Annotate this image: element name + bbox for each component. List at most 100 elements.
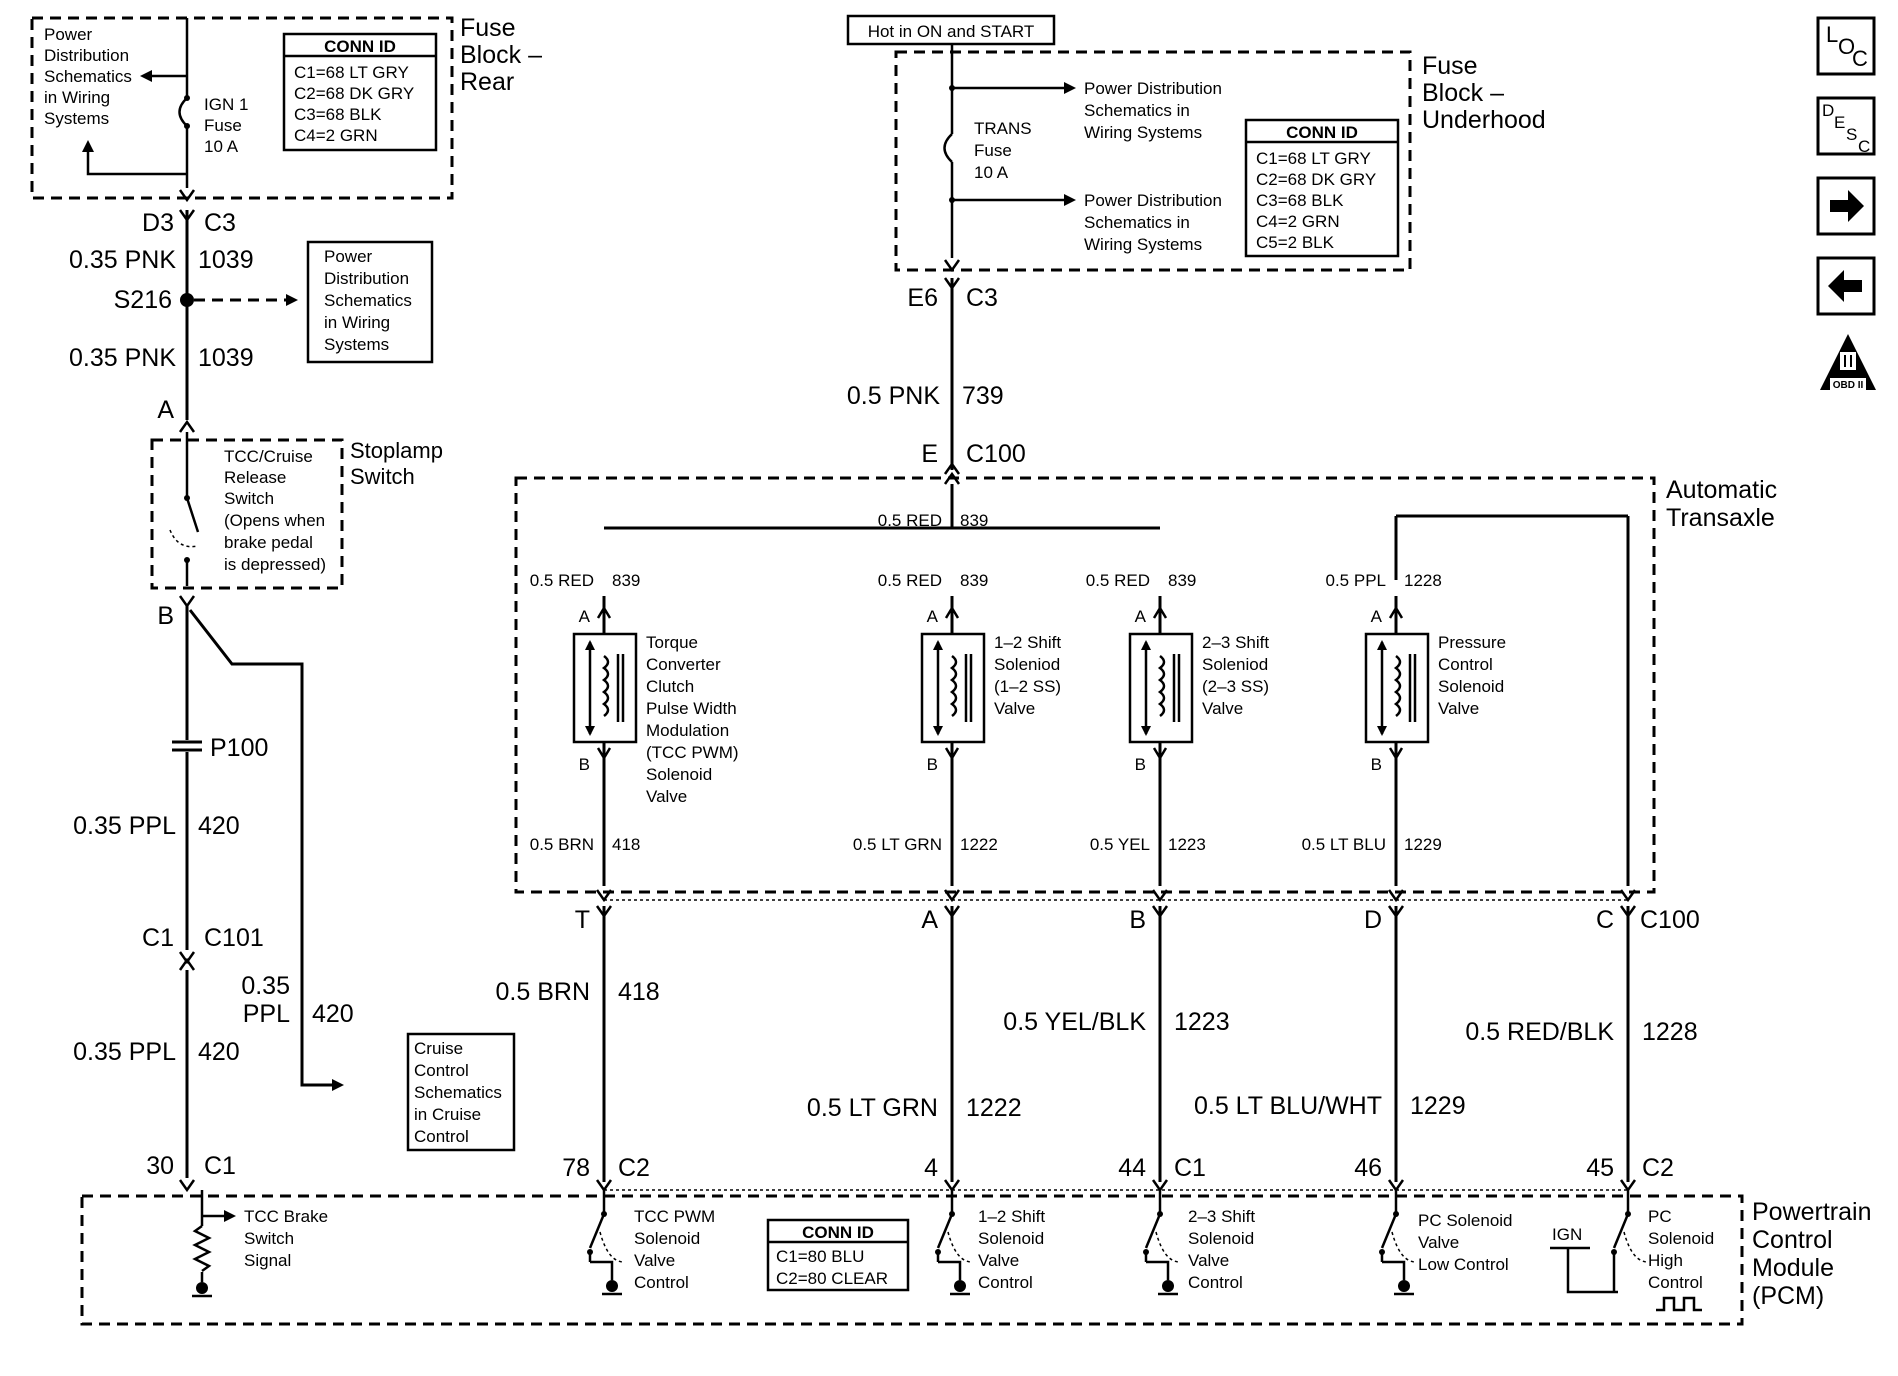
ground-icon [954, 1280, 966, 1292]
fuse-block-rear-title-3: Rear [460, 68, 514, 96]
conn-id-row: C4=2 GRN [1256, 212, 1340, 231]
wire-color: 0.35 PPL [73, 1038, 176, 1066]
pcm-label: Control [978, 1273, 1033, 1292]
pcm-label: PC [1648, 1207, 1672, 1226]
conn-id-table-rear: CONN ID C1=68 LT GRY C2=68 DK GRY C3=68 … [282, 32, 438, 152]
previous-page-button[interactable] [1816, 256, 1876, 316]
next-page-button[interactable] [1816, 176, 1876, 236]
connector-c101: C101 [204, 924, 264, 952]
pcm-label: Valve [1418, 1233, 1459, 1252]
connector-symbol [178, 419, 196, 433]
solenoid-label: (TCC PWM) [646, 743, 739, 762]
pcm-label: TCC PWM [634, 1207, 715, 1226]
pcm-label: Control [1648, 1273, 1703, 1292]
conn-id-table-underhood: CONN ID C1=68 LT GRY C2=68 DK GRY C3=68 … [1244, 118, 1400, 258]
note-line: Control [414, 1061, 469, 1080]
pcm-label: Control [1188, 1273, 1243, 1292]
stoplamp-switch: Stoplamp Switch TCC/Cruise Release Switc… [150, 432, 443, 590]
pin-c1: C1 [142, 924, 174, 952]
fuse-block-rear-title-2: Block – [460, 41, 542, 69]
pcm-connector: C2 [1642, 1154, 1674, 1182]
obd-ii-button[interactable]: OBD II [1820, 334, 1876, 391]
solenoid-box [1128, 632, 1194, 744]
pcm-label: 2–3 Shift [1188, 1207, 1255, 1226]
pcm-label: PC Solenoid [1418, 1211, 1513, 1230]
note-line: in Cruise [414, 1105, 481, 1124]
conn-id-title: CONN ID [324, 37, 396, 56]
arrow-left-icon [1828, 270, 1862, 302]
pcm-pin: 4 [924, 1154, 938, 1182]
wire-circuit: 1223 [1168, 835, 1206, 854]
trans-fuse-label: TRANS [974, 119, 1032, 138]
solenoid-coil-icon [601, 655, 610, 717]
wire-color: 0.5 RED [530, 571, 594, 590]
obd-label: OBD II [1833, 380, 1864, 391]
switch-contact [185, 497, 200, 533]
connector-symbol [943, 889, 961, 903]
desc-letter: S [1846, 125, 1857, 144]
connector-symbol [1619, 889, 1637, 903]
branch-circuit: 420 [312, 1000, 354, 1028]
description-button[interactable]: D E S C [1816, 96, 1876, 156]
solenoid-label: Pressure [1438, 633, 1506, 652]
wire-color: 0.5 YEL/BLK [1003, 1008, 1146, 1036]
connector-symbol [178, 595, 196, 609]
conn-id-row: C1=68 LT GRY [294, 63, 409, 82]
note-line: Distribution [44, 46, 129, 65]
wire-color: 0.5 YEL [1090, 835, 1150, 854]
cruise-note-box [406, 1032, 516, 1152]
hot-label: Hot in ON and START [868, 22, 1035, 41]
conn-id-title: CONN ID [802, 1223, 874, 1242]
trans-feed-circuit: E6 C3 0.5 PNK 739 E C100 [847, 259, 1026, 485]
pcm-pin: 46 [1354, 1154, 1382, 1182]
wire-circuit: 1222 [966, 1094, 1022, 1122]
solenoid-label: (2–3 SS) [1202, 677, 1269, 696]
wire-circuit: 1228 [1642, 1018, 1698, 1046]
pcm-pin: 45 [1586, 1154, 1614, 1182]
pcm-label: Valve [1188, 1251, 1229, 1270]
solenoid-label: Clutch [646, 677, 694, 696]
pin-b: B [157, 602, 174, 630]
pcm-label: Solenoid [978, 1229, 1044, 1248]
resistor-symbol [192, 1224, 212, 1273]
driver-switch [1144, 1213, 1162, 1249]
location-button[interactable]: L O C [1816, 16, 1876, 76]
nav-icons: L O C D E S C OBD II [1816, 16, 1876, 391]
solenoid-label: Valve [646, 787, 687, 806]
fuse-block-underhood-title: Block – [1422, 79, 1504, 107]
solenoid-label: (1–2 SS) [994, 677, 1061, 696]
connector-symbol [1152, 605, 1168, 619]
connector-symbol [1388, 747, 1404, 761]
pcm-label: High [1648, 1251, 1683, 1270]
solenoid-box [572, 632, 638, 744]
arrow-right-icon [286, 294, 298, 306]
pin-label: B [1371, 755, 1382, 774]
solenoid-label: Control [1438, 655, 1493, 674]
note-line: Cruise [414, 1039, 463, 1058]
note-line: Schematics in [1084, 213, 1190, 232]
note-line: in Wiring [44, 88, 110, 107]
solenoid-label: Converter [646, 655, 721, 674]
wire-circuit: 1229 [1410, 1092, 1466, 1120]
left-circuit: D3 C3 0.35 PNK 1039 S216 Power Distribut… [69, 189, 516, 1193]
pcm-label: 1–2 Shift [978, 1207, 1045, 1226]
connector-symbol [178, 1179, 196, 1193]
trans-fuse-label: Fuse [974, 141, 1012, 160]
note-line: in Wiring [324, 313, 390, 332]
connector-symbol [596, 747, 612, 761]
pcm-label: Valve [978, 1251, 1019, 1270]
solenoid-label: Valve [1438, 699, 1479, 718]
conn-id-title: CONN ID [1286, 123, 1358, 142]
conn-id-row: C1=80 BLU [776, 1247, 864, 1266]
solenoid-label: Torque [646, 633, 698, 652]
wire-circuit: 418 [612, 835, 640, 854]
pcm-label: TCC Brake [244, 1207, 328, 1226]
pcm-title: Powertrain [1752, 1198, 1872, 1226]
connector-symbol [178, 957, 196, 971]
tcc-brake-switch-input: TCC Brake Switch Signal [192, 1190, 328, 1298]
solenoid-label: Valve [994, 699, 1035, 718]
pcm-label: Solenoid [1648, 1229, 1714, 1248]
